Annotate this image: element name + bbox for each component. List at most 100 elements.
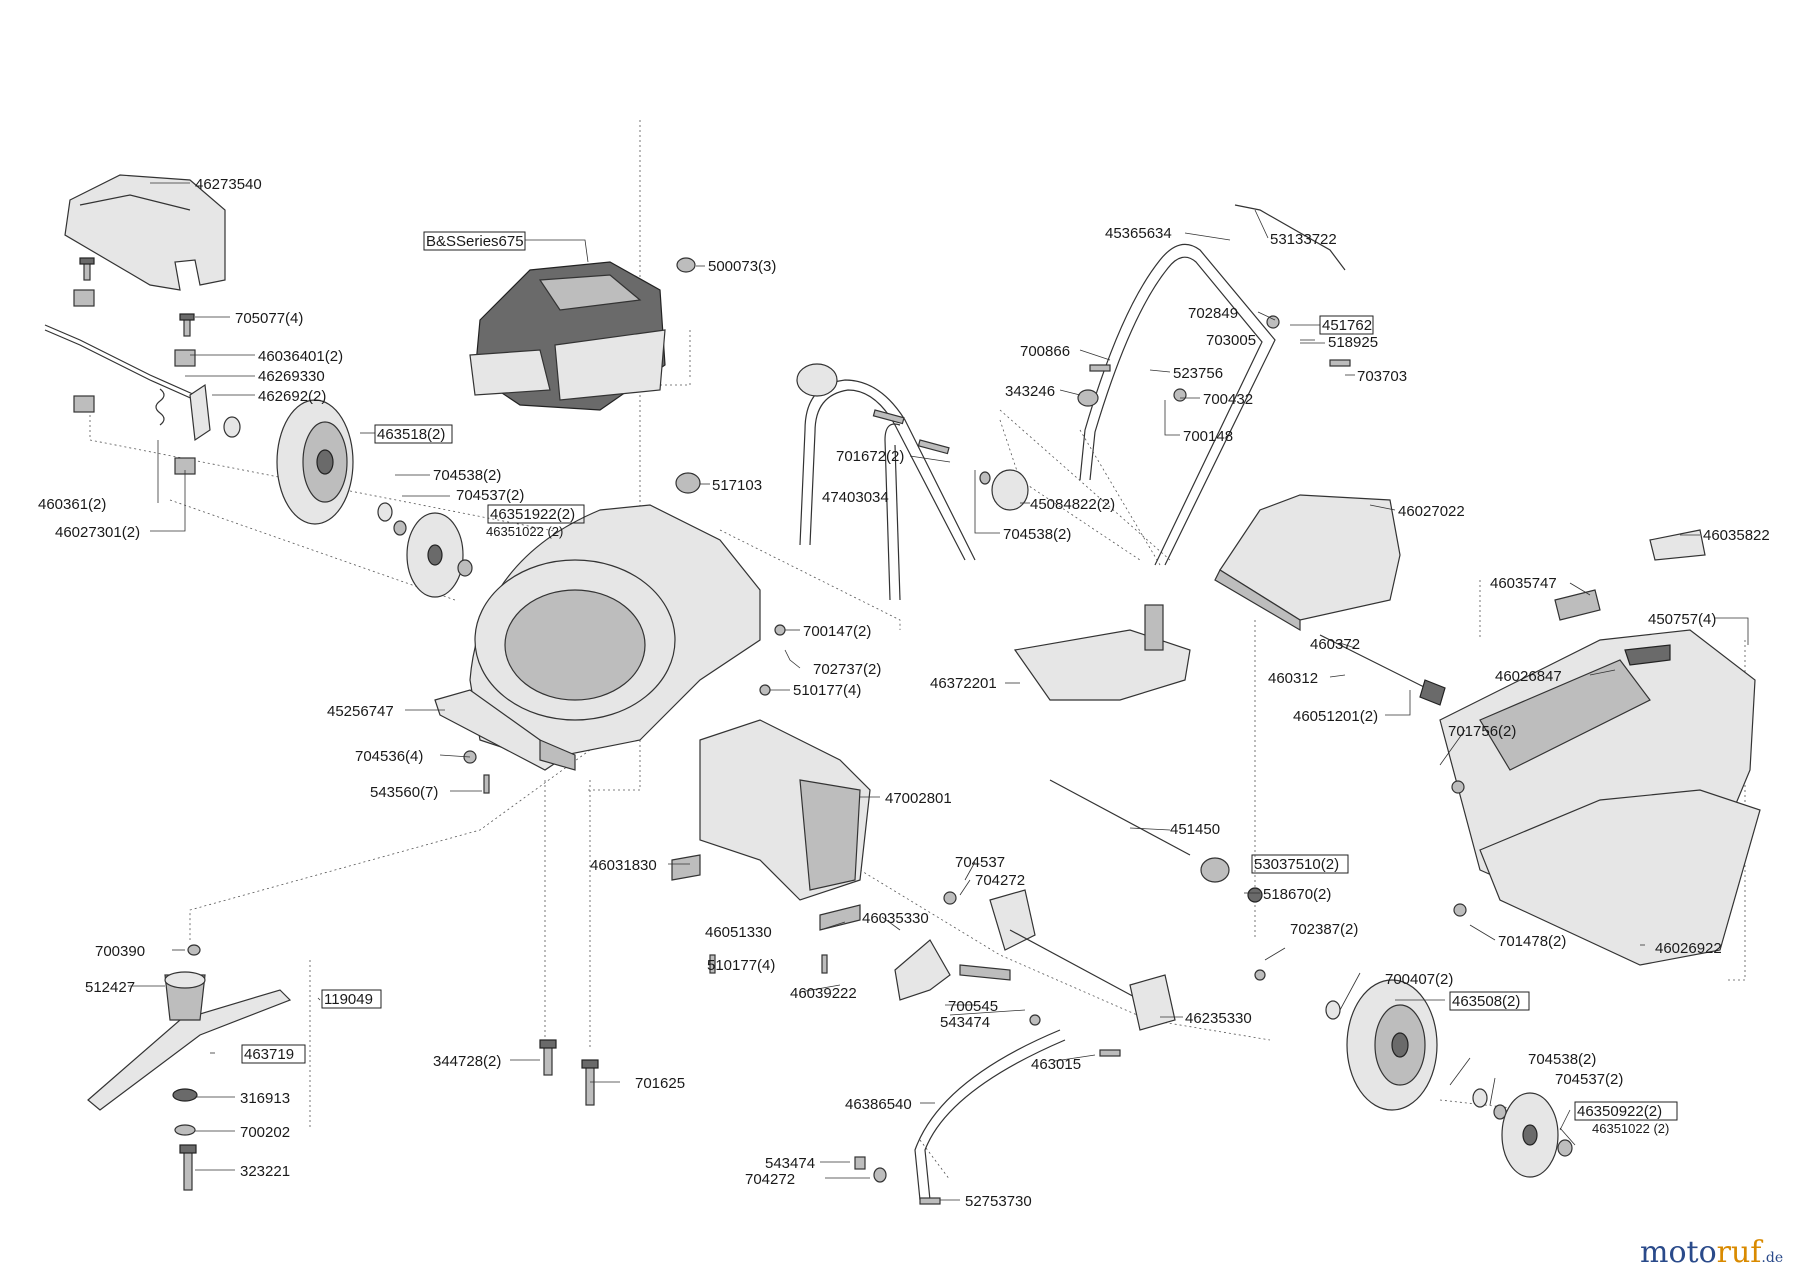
part-label: 46026922 [1655, 940, 1722, 957]
part-label: 700148 [1183, 428, 1233, 445]
mulch-insert-handle-part [1144, 604, 1164, 651]
label-box [1251, 854, 1349, 874]
part-label-boxed: B&SSeries675 [426, 233, 524, 250]
part-label: 517103 [712, 477, 762, 494]
part-label: 46027022 [1398, 503, 1465, 520]
washer-part [1453, 903, 1467, 917]
part-label: 510177(4) [707, 957, 775, 974]
label-box [321, 989, 382, 1009]
mower-deck-part [434, 504, 761, 771]
part-label: 701625 [635, 1075, 685, 1092]
label-box [1319, 315, 1374, 335]
part-label: 705077(4) [235, 310, 303, 327]
part-label: 46039222 [790, 985, 857, 1002]
part-label: 704537 [955, 854, 1005, 871]
label-box [1574, 1101, 1678, 1121]
part-label: 704538(2) [1528, 1051, 1596, 1068]
part-label: 510177(4) [793, 682, 861, 699]
part-label: 344728(2) [433, 1053, 501, 1070]
part-label: 702737(2) [813, 661, 881, 678]
part-label: 512427 [85, 979, 135, 996]
part-label: 518670(2) [1263, 886, 1331, 903]
part-label: 460312 [1268, 670, 1318, 687]
part-label: 46351022 (2) [486, 524, 563, 539]
part-label: 463015 [1031, 1056, 1081, 1073]
part-label: 45256747 [327, 703, 394, 720]
front-wheel-part [1325, 979, 1573, 1178]
height-lever-part [924, 1039, 1066, 1201]
part-label: 703703 [1357, 368, 1407, 385]
part-label: 46269330 [258, 368, 325, 385]
part-label: 47403034 [822, 489, 889, 506]
part-label-boxed: 463719 [244, 1046, 294, 1063]
top-cover-part [64, 174, 226, 291]
height-plate-part [989, 889, 1036, 951]
part-label: 704272 [745, 1171, 795, 1188]
part-label: 700432 [1203, 391, 1253, 408]
part-label: 46235330 [1185, 1010, 1252, 1027]
part-label-boxed: 119049 [324, 991, 373, 1008]
part-label: 52753730 [965, 1193, 1032, 1210]
upper-handle-part [1079, 204, 1346, 566]
label-box [487, 504, 585, 524]
part-label: 703005 [1206, 332, 1256, 349]
part-label: 704537(2) [456, 487, 524, 504]
part-label: 46027301(2) [55, 524, 140, 541]
part-label: 46036401(2) [258, 348, 343, 365]
part-label: 46031830 [590, 857, 657, 874]
brand-logo: motoruf.de [1640, 1235, 1783, 1270]
part-label-boxed: 53037510(2) [1254, 856, 1339, 873]
bearing-part [1200, 857, 1230, 883]
part-label: 460361(2) [38, 496, 106, 513]
spacer-part [959, 964, 1011, 981]
label-box [423, 231, 526, 251]
part-label: 46273540 [195, 176, 262, 193]
part-label: 46035747 [1490, 575, 1557, 592]
part-label: 700866 [1020, 343, 1070, 360]
part-label: 45365634 [1105, 225, 1172, 242]
washer-part [943, 891, 957, 905]
part-label: 543474 [940, 1014, 990, 1031]
part-label: 700407(2) [1385, 971, 1453, 988]
part-label: 523756 [1173, 365, 1223, 382]
part-label: 543474 [765, 1155, 815, 1172]
label-box [374, 424, 453, 444]
svg-text:motoruf.de: motoruf.de [1640, 1235, 1783, 1270]
part-label-boxed: 46350922(2) [1577, 1103, 1662, 1120]
part-label: 46051330 [705, 924, 772, 941]
part-label: 702387(2) [1290, 921, 1358, 938]
part-label: 543560(7) [370, 784, 438, 801]
part-label: 700147(2) [803, 623, 871, 640]
assembly-guide-lines [89, 120, 1746, 1181]
grass-bag-lid-part [1214, 494, 1401, 632]
mulch-insert-part [1013, 629, 1191, 701]
washer-part [1451, 780, 1465, 794]
part-label: 46051201(2) [1293, 708, 1378, 725]
bolt-part [1099, 1049, 1121, 1057]
part-label: 46035330 [862, 910, 929, 927]
rear-wheel-part [223, 399, 473, 598]
bolt-part [1089, 364, 1111, 372]
part-label: 700545 [948, 998, 998, 1015]
grass-box-part [1439, 629, 1761, 966]
rear-flap-part [699, 719, 871, 901]
part-label-boxed: 451762 [1322, 317, 1372, 334]
clip-part [854, 1156, 866, 1170]
engine-part [469, 257, 696, 411]
brand-name-b: ruf [1717, 1235, 1764, 1270]
bracket-part [819, 904, 861, 931]
grass-box-clip-part [1554, 589, 1601, 621]
washer-part [774, 624, 786, 636]
height-axle-part [1009, 929, 1141, 1001]
part-label: 704538(2) [1003, 526, 1071, 543]
part-label: 46026847 [1495, 668, 1562, 685]
blade-part [87, 944, 292, 1136]
height-lever-part [914, 1029, 1061, 1201]
part-label: 45084822(2) [1030, 496, 1115, 513]
brand-suffix: .de [1761, 1250, 1783, 1266]
part-label: 451450 [1170, 821, 1220, 838]
leader-lines [128, 182, 1749, 1201]
part-label-boxed: 463508(2) [1452, 993, 1520, 1010]
washer-part [1173, 388, 1187, 402]
